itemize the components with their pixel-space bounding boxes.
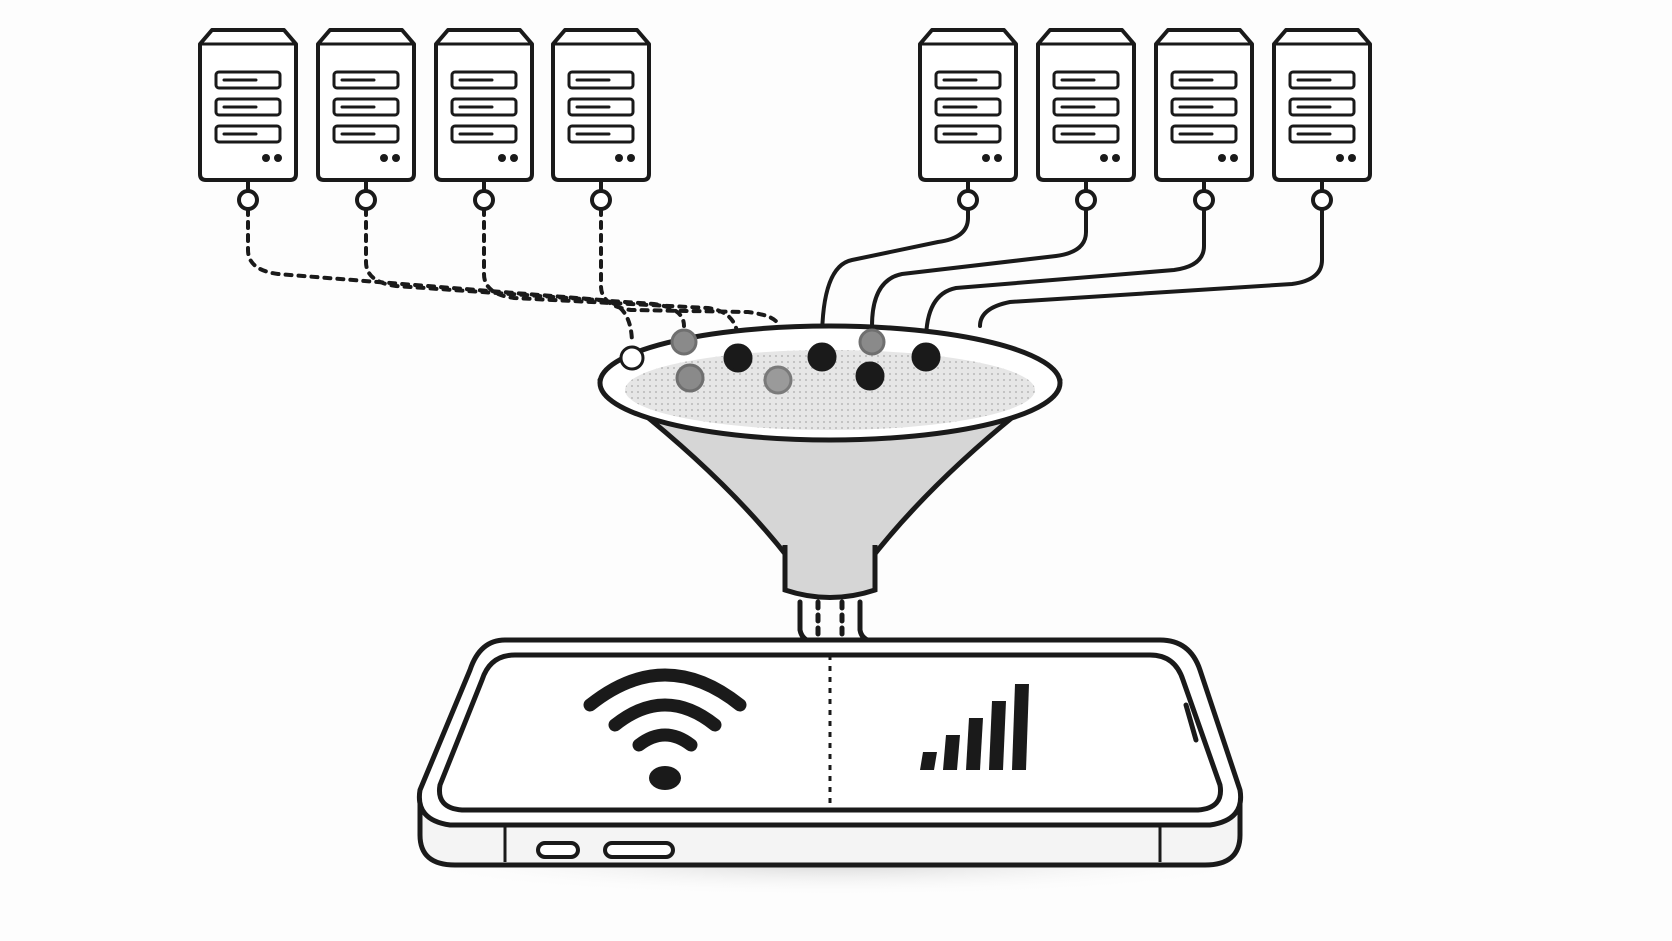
signal-bar (920, 752, 937, 770)
data-particle (807, 342, 837, 372)
phone-side-button-long (603, 841, 675, 859)
dashed-link (364, 207, 686, 328)
server-led (1100, 154, 1108, 162)
data-particle (858, 328, 886, 356)
wifi-icon (583, 668, 747, 790)
data-particle (855, 361, 885, 391)
phone-icon (385, 637, 1285, 897)
data-particle (675, 363, 705, 393)
solid-link (820, 207, 970, 343)
data-particle (670, 328, 698, 356)
server-8 (1272, 28, 1372, 211)
solid-link (870, 207, 1088, 328)
server-led (1112, 154, 1120, 162)
server-port (1311, 189, 1333, 211)
server-led (274, 154, 282, 162)
funnel-spout (782, 545, 878, 600)
phone-side-button-small (536, 841, 580, 859)
server-led (1336, 154, 1344, 162)
data-particle (911, 342, 941, 372)
server-1 (198, 28, 298, 211)
data-particles (619, 328, 941, 395)
data-particle (763, 365, 793, 395)
server-led (392, 154, 400, 162)
dashed-link (246, 207, 634, 346)
server-group (198, 28, 1372, 211)
server-led (1218, 154, 1226, 162)
connection-lines (246, 207, 1324, 346)
server-led (510, 154, 518, 162)
funnel-icon (597, 323, 1063, 600)
server-led (615, 154, 623, 162)
data-particle (723, 343, 753, 373)
server-port (957, 189, 979, 211)
server-led (982, 154, 990, 162)
server-5 (918, 28, 1018, 211)
server-port (590, 189, 612, 211)
server-led (1230, 154, 1238, 162)
server-3 (434, 28, 534, 211)
solid-link (924, 207, 1206, 343)
server-7 (1154, 28, 1254, 211)
cellular-signal-icon (920, 684, 1029, 770)
server-led (380, 154, 388, 162)
server-led (627, 154, 635, 162)
solid-link (978, 207, 1324, 328)
server-led (498, 154, 506, 162)
server-port (355, 189, 377, 211)
signal-bar (989, 701, 1006, 770)
dashed-link (482, 207, 740, 343)
server-led (994, 154, 1002, 162)
server-4 (551, 28, 651, 211)
server-port (237, 189, 259, 211)
signal-bar (943, 735, 960, 770)
server-2 (316, 28, 416, 211)
server-port (1193, 189, 1215, 211)
funnel-inner-texture (625, 350, 1035, 430)
server-6 (1036, 28, 1136, 211)
dashed-link (599, 207, 780, 328)
data-particle (619, 345, 645, 371)
server-port (473, 189, 495, 211)
server-port (1075, 189, 1097, 211)
server-led (1348, 154, 1356, 162)
server-led (262, 154, 270, 162)
signal-bar (966, 718, 983, 770)
signal-bar (1012, 684, 1029, 770)
